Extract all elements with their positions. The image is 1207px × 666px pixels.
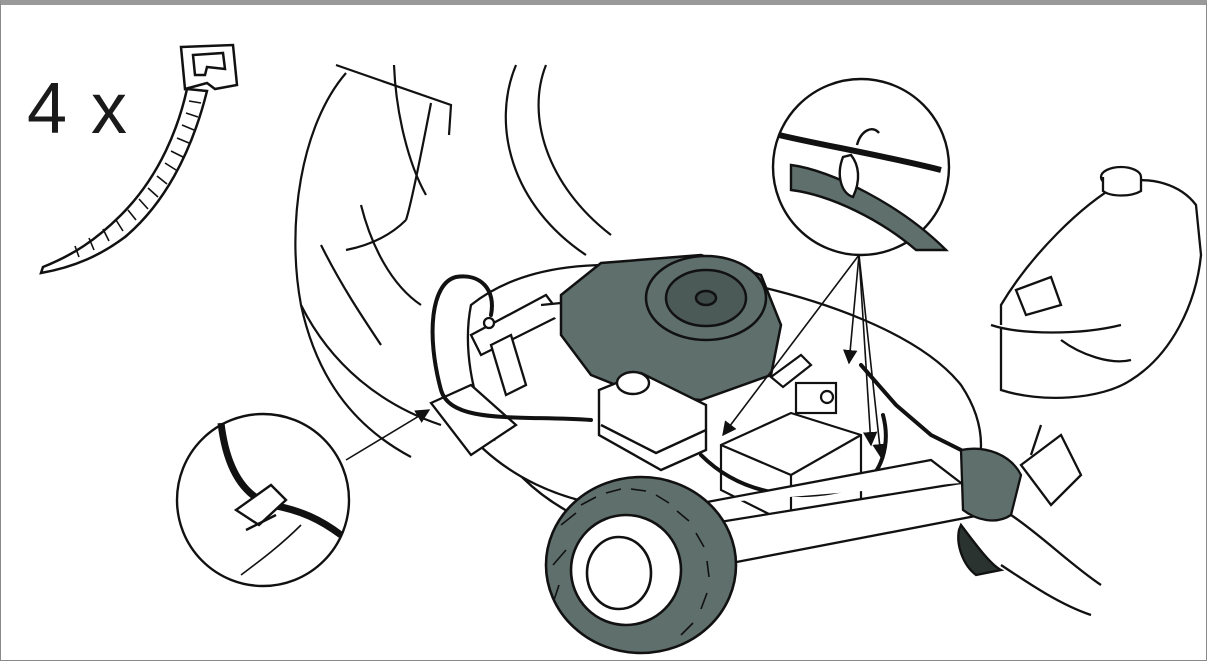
detail-circle-tie-bottom [175,412,351,588]
cable-tie-icon [39,43,239,275]
detail-circle-tie-top [771,77,951,257]
mower-assembly-drawing [39,43,1203,655]
quantity-label: 4 x [27,69,130,149]
mower-handle [690,424,1102,617]
fuel-tank [990,165,1203,399]
engine-cover [559,253,783,402]
fuel-cap-block [597,370,708,472]
pointer-arrows [345,254,887,461]
grass-catcher-outline [294,63,612,458]
front-wheel [544,475,738,655]
